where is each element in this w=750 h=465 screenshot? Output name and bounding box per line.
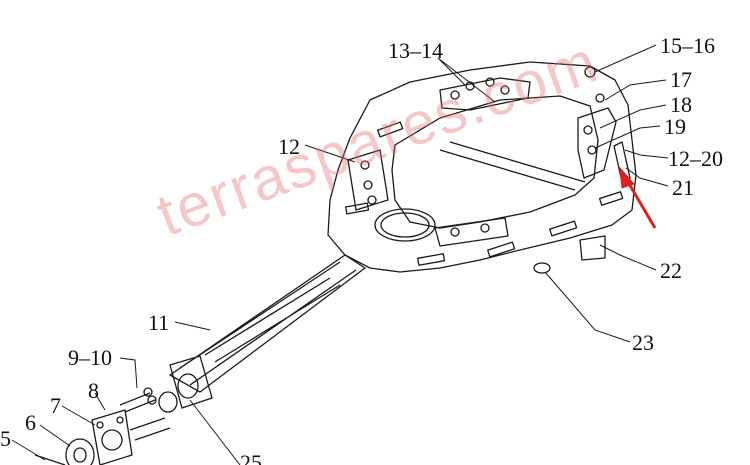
bottom-bracket [434, 217, 509, 247]
label-18: 18 [670, 92, 692, 117]
label-8: 8 [88, 378, 99, 403]
leader-7 [61, 405, 96, 426]
bracket-13-14 [439, 77, 531, 111]
leader-12-20 [624, 149, 669, 159]
bracket-12 [347, 149, 389, 211]
arm-11 [169, 254, 366, 393]
bushing [158, 391, 178, 413]
frame-cross-bar [439, 141, 586, 191]
highlight-arrow [619, 166, 657, 229]
label-6: 6 [25, 410, 36, 435]
slot [417, 253, 446, 266]
label-21: 21 [672, 175, 694, 200]
slot [549, 220, 578, 237]
leader-19 [594, 125, 661, 149]
leader-15-16 [594, 44, 657, 73]
slot [344, 202, 370, 215]
label-9-10: 9–10 [68, 345, 112, 370]
end-block [169, 355, 213, 409]
label-17: 17 [670, 67, 692, 92]
label-13-14: 13–14 [388, 38, 443, 63]
label-7: 7 [50, 393, 61, 418]
slot [487, 241, 516, 258]
leader-25 [189, 399, 241, 465]
label-12: 12 [278, 134, 300, 159]
leader-21 [625, 167, 669, 187]
label-15-16: 15–16 [660, 33, 715, 58]
frame-opening [391, 95, 599, 229]
leader-6 [39, 424, 71, 447]
leader-18 [599, 104, 667, 129]
leader-23 [544, 271, 631, 343]
leader-11 [174, 321, 211, 331]
leader-12 [304, 144, 356, 163]
foot-22 [579, 235, 606, 261]
foot-23 [533, 262, 551, 274]
label-23: 23 [632, 330, 654, 355]
label-25: 25 [240, 450, 262, 465]
leader-8 [94, 392, 106, 411]
label-11: 11 [148, 310, 170, 335]
bracket-17-19 [577, 107, 617, 179]
leader-22 [599, 244, 657, 271]
center-hole [374, 208, 436, 242]
flange-plate [91, 409, 133, 465]
bolt [119, 392, 171, 441]
leader-13-14 [437, 57, 496, 103]
label-12-20: 12–20 [668, 146, 723, 171]
hub-6 [65, 438, 95, 465]
leader-17 [604, 79, 667, 101]
leader-5 [11, 439, 46, 461]
slot [377, 121, 404, 138]
slot [598, 191, 624, 206]
frame-plate [327, 61, 637, 273]
label-5: 5 [0, 426, 11, 451]
label-22: 22 [660, 258, 682, 283]
label-19: 19 [664, 114, 686, 139]
leader-9-10 [119, 357, 138, 389]
